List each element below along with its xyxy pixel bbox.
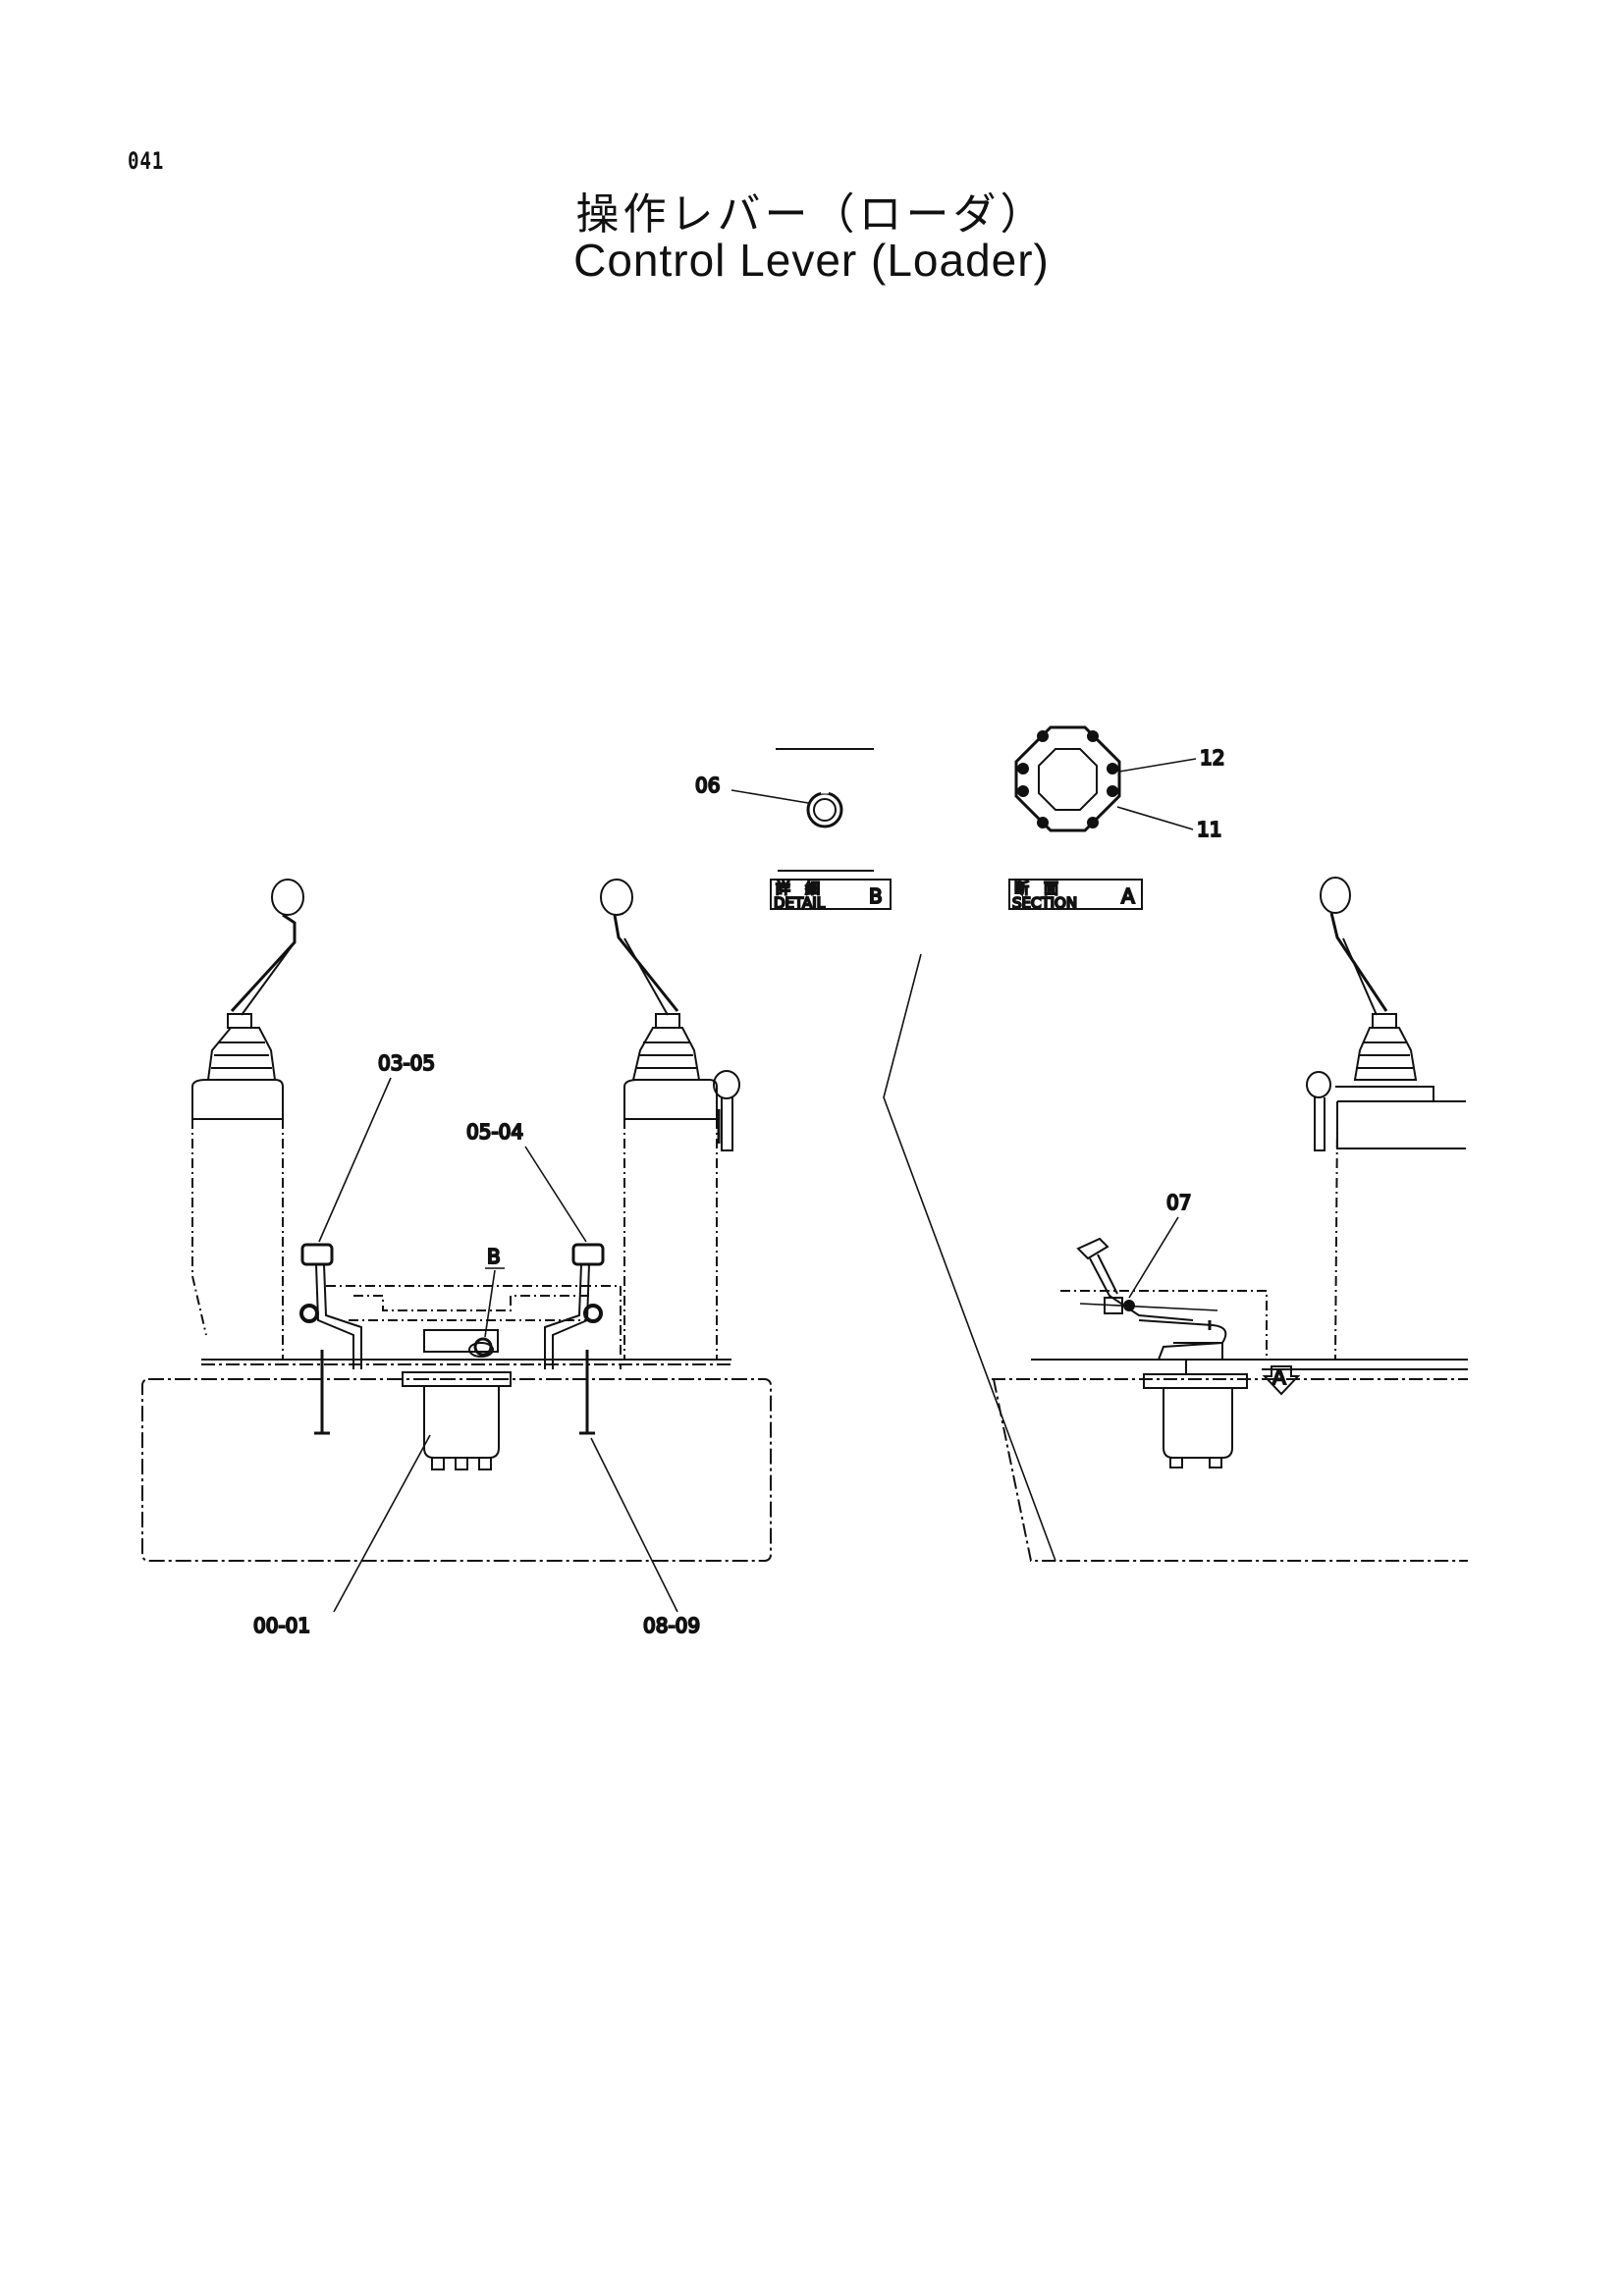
callout-06: 06 [695, 774, 720, 797]
detail-b-label [770, 879, 892, 910]
section-a-label-english: SECTION [1012, 894, 1077, 912]
detail-b-label-english: DETAIL [774, 894, 826, 912]
side-view: A 07 [883, 877, 1468, 1562]
section-a-label-letter: A [1121, 884, 1135, 908]
callout-11: 11 [1197, 818, 1221, 841]
detail-b: 06 詳 細 DETAIL B [694, 748, 892, 913]
page-number: 041 [128, 147, 165, 175]
callout-12: 12 [1200, 746, 1224, 770]
callout-b: B [487, 1245, 501, 1268]
page-title-japanese: 操作レバー（ローダ） [575, 189, 1048, 240]
section-a-label [1008, 879, 1143, 910]
detail-b-label-letter: B [869, 884, 883, 908]
section-a: 12 11 断 面 SECTION A [1008, 725, 1225, 913]
callout-08-09: 08-09 [643, 1614, 700, 1637]
callout-00-01: 00-01 [253, 1614, 310, 1637]
section-a-label-japanese: 断 面 [1014, 880, 1058, 897]
page-title-english: Control Lever (Loader) [573, 235, 1050, 286]
callout-a: A [1272, 1365, 1286, 1389]
left-control-lever [191, 879, 304, 1360]
right-control-lever [600, 879, 740, 1360]
callout-05-04: 05-04 [466, 1120, 523, 1144]
callout-03-05: 03-05 [378, 1051, 435, 1075]
detail-b-label-japanese: 詳 細 [776, 880, 820, 897]
pilot-valve [402, 1329, 512, 1470]
callout-07: 07 [1166, 1191, 1191, 1214]
front-view: 03-05 05-04 B 00-01 08-09 [141, 879, 772, 1638]
